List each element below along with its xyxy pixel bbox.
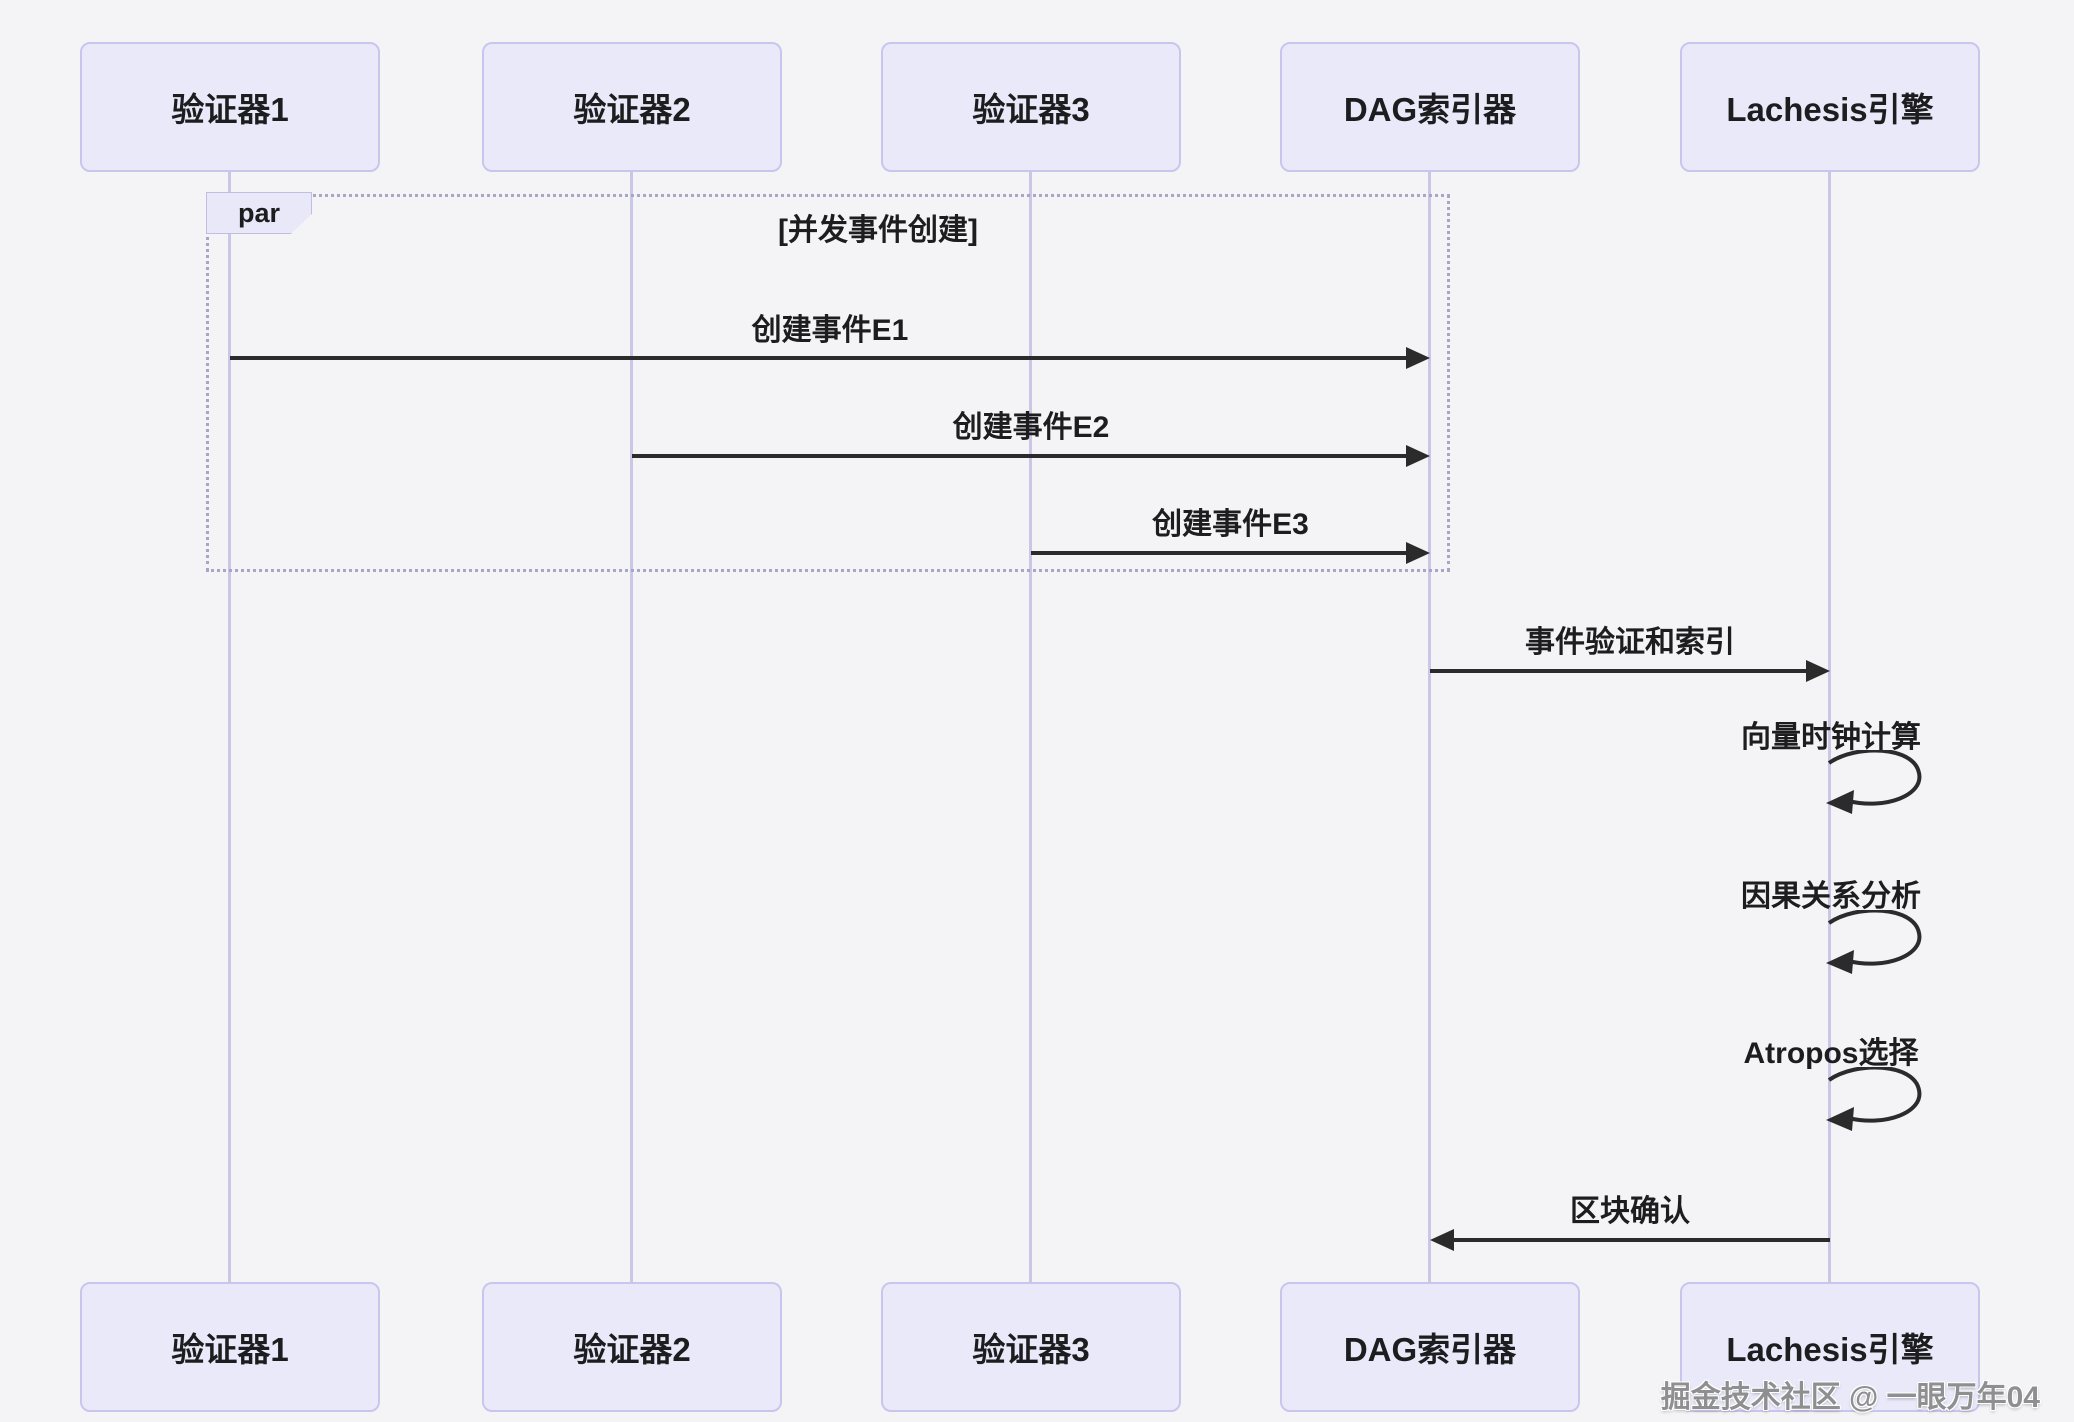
participant-lachesis-engine-bottom: Lachesis引擎 <box>1680 1282 1980 1412</box>
participant-validator1-top: 验证器1 <box>80 42 380 172</box>
arrowhead-right-icon <box>1806 660 1830 682</box>
participant-label: 验证器3 <box>972 1331 1090 1368</box>
self-loop-arrow-icon <box>1826 750 1922 814</box>
self-message-label: 因果关系分析 <box>1741 880 1921 913</box>
watermark-text: 掘金技术社区 @ 一眼万年04 <box>1660 1381 2040 1414</box>
arrowhead-left-icon <box>1430 1229 1454 1251</box>
participant-validator2-top: 验证器2 <box>482 42 782 172</box>
par-block-label: par <box>206 192 312 234</box>
participant-validator3-top: 验证器3 <box>881 42 1181 172</box>
lifeline-dag-indexer <box>1428 172 1431 1282</box>
participant-label: Lachesis引擎 <box>1726 91 1934 128</box>
participant-label: 验证器3 <box>972 91 1090 128</box>
participant-label: DAG索引器 <box>1343 1331 1517 1368</box>
message-arrow-line <box>1430 669 1806 673</box>
arrowhead-right-icon <box>1406 542 1430 564</box>
lifeline-validator1 <box>228 172 231 1282</box>
lifeline-validator2 <box>630 172 633 1282</box>
message-label: 创建事件E1 <box>751 314 909 347</box>
arrowhead-right-icon <box>1406 347 1430 369</box>
participant-lachesis-engine-top: Lachesis引擎 <box>1680 42 1980 172</box>
participant-label: 验证器1 <box>171 1331 289 1368</box>
message-label: 创建事件E2 <box>952 411 1110 444</box>
participant-label: 验证器2 <box>573 91 691 128</box>
participant-label: 验证器1 <box>171 91 289 128</box>
participant-label: 验证器2 <box>573 1331 691 1368</box>
message-arrow-line <box>1031 551 1406 555</box>
message-arrow-line <box>632 454 1406 458</box>
par-block-title: [并发事件创建] <box>778 214 978 247</box>
arrowhead-right-icon <box>1406 445 1430 467</box>
self-loop-arrow-icon <box>1826 1067 1922 1131</box>
message-label: 区块确认 <box>1570 1195 1690 1228</box>
participant-validator3-bottom: 验证器3 <box>881 1282 1181 1412</box>
participant-dag-indexer-top: DAG索引器 <box>1280 42 1580 172</box>
participant-label: Lachesis引擎 <box>1726 1331 1934 1368</box>
participant-validator2-bottom: 验证器2 <box>482 1282 782 1412</box>
lifeline-validator3 <box>1029 172 1032 1282</box>
message-arrow-line <box>1454 1238 1830 1242</box>
participant-validator1-bottom: 验证器1 <box>80 1282 380 1412</box>
self-message-label: Atropos选择 <box>1743 1037 1919 1070</box>
self-loop-arrow-icon <box>1826 910 1922 974</box>
message-arrow-line <box>230 356 1406 360</box>
par-block-frame <box>206 194 1450 572</box>
participant-label: DAG索引器 <box>1343 91 1517 128</box>
message-label: 创建事件E3 <box>1152 508 1309 541</box>
participant-dag-indexer-bottom: DAG索引器 <box>1280 1282 1580 1412</box>
self-message-label: 向量时钟计算 <box>1741 721 1921 754</box>
message-label: 事件验证和索引 <box>1525 626 1735 659</box>
lifeline-lachesis-engine <box>1828 172 1831 1282</box>
